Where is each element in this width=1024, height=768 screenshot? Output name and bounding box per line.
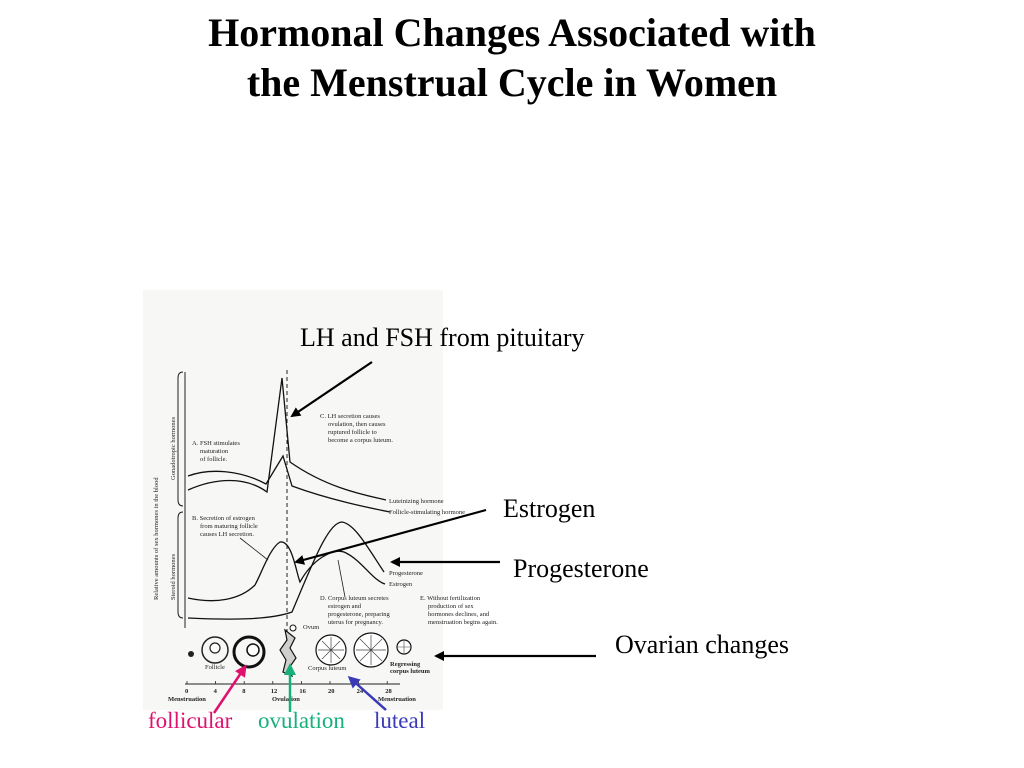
- svg-text:hormones declines, and: hormones declines, and: [428, 611, 490, 618]
- axis-label-menstruation-start: Menstruation: [168, 696, 206, 703]
- svg-text:from maturing follicle: from maturing follicle: [200, 523, 258, 530]
- progesterone-curve: [187, 521, 385, 620]
- note-a: A. FSH stimulates maturation of follicle…: [192, 440, 240, 463]
- day-tick-label: 12: [271, 688, 278, 695]
- day-tick-label: 28: [385, 688, 392, 695]
- estrogen-curve: [187, 541, 386, 602]
- day-tick-label: 8: [242, 688, 246, 695]
- y-axis-label: Relative amounts of sex hormones in the …: [153, 477, 160, 600]
- svg-text:become a corpus luteum.: become a corpus luteum.: [328, 437, 393, 444]
- note-c: C. LH secretion causes ovulation, then c…: [320, 413, 393, 444]
- arrow-luteal: [347, 676, 387, 711]
- svg-text:C. LH secretion causes: C. LH secretion causes: [320, 413, 380, 420]
- stage-label-ovum: Ovum: [303, 624, 319, 631]
- curve-label-lh: Luteinizing hormone: [389, 498, 444, 505]
- note-d-pointer: [337, 559, 346, 598]
- day-tick-label: 0: [185, 688, 188, 695]
- svg-text:D. Corpus luteum secretes: D. Corpus luteum secretes: [320, 595, 389, 602]
- arrow-estrogen: [294, 508, 487, 565]
- arrow-lh-fsh: [290, 361, 373, 418]
- day-ticks: 0 4 8 12 16 20 24 28: [185, 681, 392, 695]
- day-tick-label: 16: [299, 688, 306, 695]
- callout-progesterone: Progesterone: [513, 554, 649, 583]
- stage-label-regressing-2: corpus luteum: [390, 668, 430, 675]
- title-line-1: Hormonal Changes Associated with: [208, 10, 816, 55]
- follicle-small-icon: [188, 651, 194, 657]
- svg-text:estrogen and: estrogen and: [328, 603, 362, 610]
- phase-follicular: follicular: [148, 708, 233, 733]
- callout-lh-fsh: LH and FSH from pituitary: [300, 323, 585, 352]
- note-b: B. Secretion of estrogen from maturing f…: [192, 515, 258, 538]
- stage-label-corpus: Corpus luteum: [308, 665, 346, 672]
- note-b-pointer: [239, 537, 269, 561]
- svg-text:menstruation begins again.: menstruation begins again.: [428, 619, 498, 626]
- svg-text:of follicle.: of follicle.: [200, 456, 227, 463]
- ovum-icon: [289, 624, 297, 632]
- svg-text:causes LH secretion.: causes LH secretion.: [200, 531, 254, 538]
- curve-label-progesterone: Progesterone: [389, 570, 423, 577]
- mature-follicle-icon: [232, 635, 266, 669]
- title-line-2: the Menstrual Cycle in Women: [246, 60, 778, 105]
- lh-curve: [187, 377, 387, 501]
- curve-label-fsh: Follicle-stimulating hormone: [389, 509, 465, 516]
- svg-text:ovulation, then causes: ovulation, then causes: [328, 421, 386, 428]
- axis-label-ovulation: Ovulation: [272, 696, 300, 703]
- axis-label-menstruation-end: Menstruation: [378, 696, 416, 703]
- svg-text:ruptured follicle to: ruptured follicle to: [328, 429, 377, 436]
- svg-text:A. FSH stimulates: A. FSH stimulates: [192, 440, 240, 447]
- phase-luteal: luteal: [374, 708, 426, 733]
- svg-text:B. Secretion of estrogen: B. Secretion of estrogen: [192, 515, 256, 522]
- fsh-curve: [187, 454, 391, 513]
- svg-text:uterus for pregnancy.: uterus for pregnancy.: [328, 619, 383, 626]
- day-tick-label: 20: [328, 688, 335, 695]
- ovarian-stages: [188, 624, 412, 678]
- bracket-gonadotropic: [177, 371, 184, 507]
- stage-label-regressing-1: Regressing: [390, 661, 421, 668]
- arrow-follicular: [212, 664, 247, 714]
- day-tick-label: 24: [357, 688, 364, 695]
- note-d: D. Corpus luteum secretes estrogen and p…: [320, 595, 390, 626]
- callout-estrogen: Estrogen: [503, 494, 596, 523]
- svg-text:production of sex: production of sex: [428, 603, 474, 610]
- curve-label-estrogen: Estrogen: [389, 581, 413, 588]
- callout-ovarian: Ovarian changes: [615, 630, 789, 659]
- group-label-steroid: Steroid hormones: [170, 553, 177, 600]
- stage-label-follicle: Follicle: [205, 664, 225, 671]
- bracket-steroid: [177, 511, 184, 619]
- svg-text:E. Without fertilization: E. Without fertilization: [420, 595, 481, 602]
- svg-text:maturation: maturation: [200, 448, 229, 455]
- svg-text:progesterone, preparing: progesterone, preparing: [328, 611, 390, 618]
- group-label-gonadotropic: Gonadotropic hormones: [170, 417, 177, 480]
- slide-title: Hormonal Changes Associated with the Men…: [0, 8, 1024, 108]
- day-tick-label: 4: [214, 688, 218, 695]
- follicle-icon: [201, 636, 229, 664]
- phase-ovulation: ovulation: [258, 708, 345, 733]
- note-e: E. Without fertilization production of s…: [420, 595, 498, 626]
- ovulation-icon: [279, 628, 297, 678]
